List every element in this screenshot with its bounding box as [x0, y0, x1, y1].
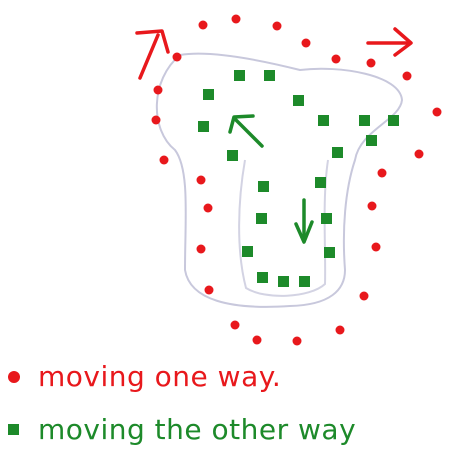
- red-dot: [302, 39, 311, 48]
- red-dot: [204, 204, 213, 213]
- red-dot: [173, 53, 182, 62]
- red-dot: [403, 72, 412, 81]
- red-dot: [197, 245, 206, 254]
- green-square: [258, 181, 269, 192]
- red-dot: [199, 21, 208, 30]
- green-square: [198, 121, 209, 132]
- red-dot: [197, 176, 206, 185]
- green-square: [366, 135, 377, 146]
- green-square: [359, 115, 370, 126]
- arrow-up-left-icon: [230, 116, 262, 146]
- red-dot: [293, 337, 302, 346]
- red-dot: [332, 55, 341, 64]
- legend-red-label: moving one way.: [38, 360, 281, 393]
- red-dot: [231, 321, 240, 330]
- green-square: [264, 70, 275, 81]
- green-square: [293, 95, 304, 106]
- red-dot: [273, 22, 282, 31]
- red-dot: [372, 243, 381, 252]
- red-dot: [378, 169, 387, 178]
- red-dot: [368, 202, 377, 211]
- green-square: [318, 115, 329, 126]
- green-square-icon: [8, 424, 19, 435]
- arrow-right-icon: [368, 29, 411, 55]
- green-square: [388, 115, 399, 126]
- green-square: [278, 276, 289, 287]
- legend-green-label: moving the other way: [38, 413, 356, 446]
- legend-red: moving one way.: [8, 360, 281, 393]
- green-square: [256, 213, 267, 224]
- red-dot: [152, 116, 161, 125]
- green-square: [321, 213, 332, 224]
- red-dot: [415, 150, 424, 159]
- red-dot: [160, 156, 169, 165]
- red-dot: [253, 336, 262, 345]
- red-dot: [154, 86, 163, 95]
- green-square: [257, 272, 268, 283]
- green-square: [315, 177, 326, 188]
- red-dot: [367, 59, 376, 68]
- green-square: [227, 150, 238, 161]
- green-square: [299, 276, 310, 287]
- green-square: [324, 247, 335, 258]
- green-square: [242, 246, 253, 257]
- red-dot: [433, 108, 442, 117]
- green-square: [332, 147, 343, 158]
- arrow-up-left-icon: [137, 31, 168, 78]
- red-dot: [232, 15, 241, 24]
- shape-outline: [157, 54, 402, 307]
- arrow-down-icon: [296, 200, 312, 242]
- red-dot: [205, 286, 214, 295]
- legend-green: moving the other way: [8, 413, 356, 446]
- green-square: [234, 70, 245, 81]
- red-dot: [360, 292, 369, 301]
- red-dot: [336, 326, 345, 335]
- green-square: [203, 89, 214, 100]
- green-squares-group: [198, 70, 399, 287]
- red-dot-icon: [8, 371, 20, 383]
